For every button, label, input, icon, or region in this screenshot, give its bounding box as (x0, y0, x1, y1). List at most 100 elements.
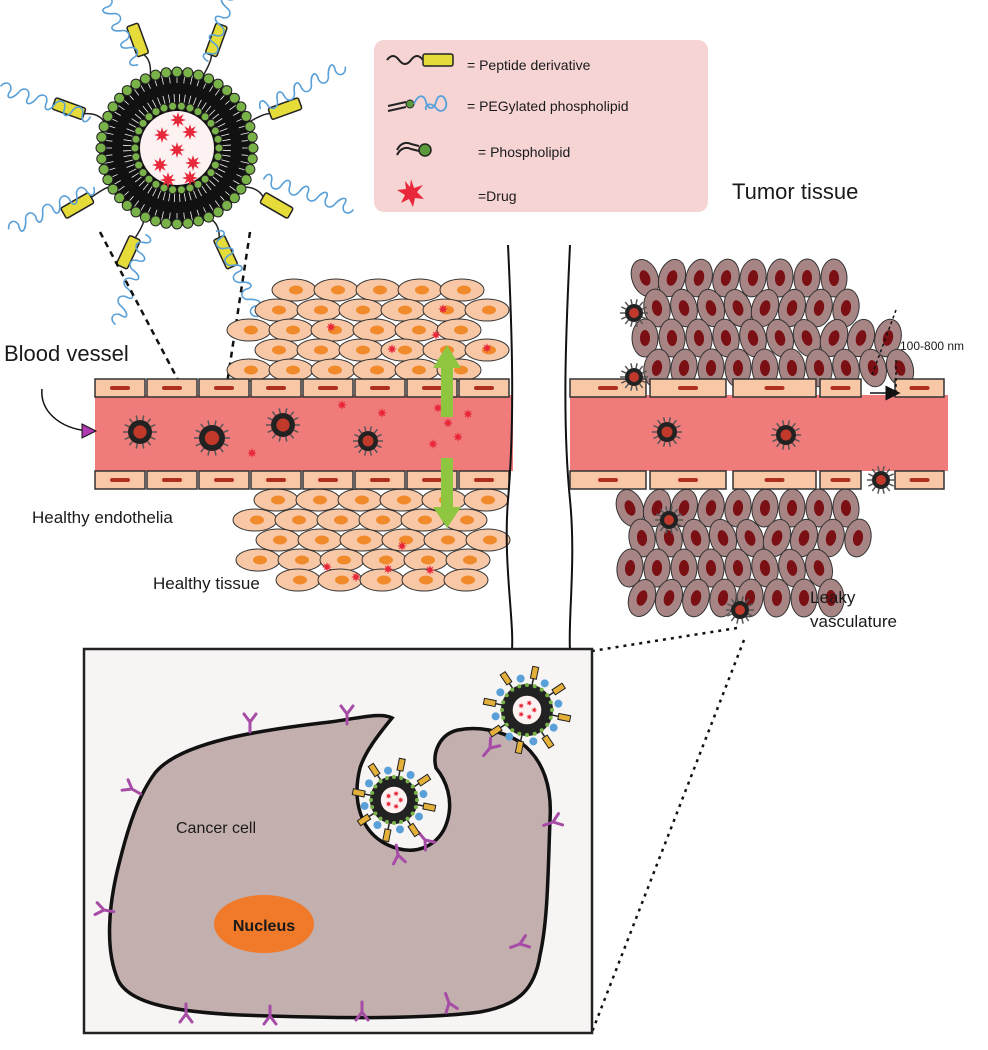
drug-molecule (518, 711, 525, 718)
liposome (652, 417, 682, 447)
drug-molecule (443, 418, 453, 428)
targeted-liposome-approaching (482, 665, 572, 755)
break-line-left (505, 244, 514, 651)
peg-chain (0, 82, 92, 123)
peptide-derivative (60, 192, 95, 219)
healthy-endothelia-label: Healthy endothelia (32, 508, 173, 527)
cancer-cell (107, 713, 553, 1020)
leaky-vasculature-label-line1: Leaky (810, 588, 856, 607)
drug-molecule (185, 155, 201, 171)
peptide-derivative (126, 22, 149, 58)
liposome (655, 506, 683, 534)
liposome (194, 420, 230, 456)
drug-molecule (385, 793, 392, 800)
drug-molecule (377, 408, 387, 418)
peg-chain (202, 0, 243, 63)
liposome-detail (0, 0, 355, 326)
vessel-lumen-right (570, 395, 948, 471)
liposome (771, 420, 801, 450)
drug-molecule (438, 304, 448, 314)
liposome (123, 415, 157, 449)
pore-size-label: 100-800 nm (900, 339, 964, 353)
peptide-derivative-icon (386, 53, 454, 67)
nucleus-label: Nucleus (233, 918, 295, 935)
drug-molecule (433, 403, 443, 413)
drug-molecule (387, 344, 397, 354)
receptor (391, 843, 407, 866)
peg-chain (7, 186, 96, 232)
leaky-vasculature-label-line2: vasculature (810, 612, 897, 631)
drug-molecule (326, 322, 336, 332)
drug-molecule (322, 562, 332, 572)
receptor (354, 1000, 370, 1022)
free-drug-molecules (247, 304, 492, 582)
peptide-derivative (213, 235, 238, 270)
drug-molecule (453, 432, 463, 442)
cancer-cell-inset (82, 647, 594, 1035)
healthy-tissue-cells (226, 278, 511, 592)
drug-molecule (383, 564, 393, 574)
receptor (178, 1002, 194, 1024)
drug-molecule (182, 170, 198, 186)
drug-molecule (463, 409, 473, 419)
drug-molecule (170, 112, 186, 128)
peptide-derivative (205, 22, 228, 58)
peg-chain (262, 173, 355, 214)
peptide-derivative (116, 235, 141, 270)
peptide-derivative (51, 97, 87, 120)
liposome (353, 426, 383, 456)
receptor (542, 812, 565, 827)
nucleus (214, 895, 314, 953)
healthy-tissue-label: Healthy tissue (153, 574, 260, 593)
legend-label-peptide: = Peptide derivative (467, 57, 591, 73)
blood-vessel-arrowhead (81, 423, 98, 439)
liposome (867, 466, 895, 494)
liposome (266, 408, 300, 442)
drug-molecule (431, 330, 441, 340)
peptide-derivative (259, 192, 294, 219)
receptor (339, 704, 355, 726)
drug-molecule (393, 790, 400, 797)
drug-molecule (526, 700, 533, 707)
drug-molecule (397, 797, 404, 803)
cancer-cell-label: Cancer cell (176, 820, 256, 837)
drug-molecule (531, 707, 538, 713)
receptor (482, 736, 502, 758)
drug-molecule (337, 400, 347, 410)
tumor-tissue-label: Tumor tissue (732, 179, 858, 204)
targeted-liposome-endocytosed (351, 757, 437, 843)
blood-vessel-pointer (41, 388, 89, 432)
peg-chain (93, 0, 139, 67)
drug-molecule (526, 713, 533, 720)
drug-molecule (397, 541, 407, 551)
drug-molecule (152, 157, 168, 173)
liposome (726, 596, 754, 624)
receptor (444, 992, 459, 1015)
peg-chain (111, 233, 152, 326)
legend: = Peptide derivative = PEGylated phospho… (374, 40, 708, 212)
drug-molecule (385, 800, 392, 807)
drug-molecule (182, 124, 198, 140)
circulating-liposomes (123, 299, 895, 624)
zoom-line-box-top (591, 626, 738, 653)
drug-molecule (169, 142, 185, 158)
drug-molecule (351, 572, 361, 582)
drug-icon (397, 179, 424, 207)
leakage-arrow-down (433, 458, 461, 528)
pegylated-phospholipid-icon (387, 95, 448, 112)
break-line-right (564, 244, 574, 651)
receptor (93, 901, 116, 917)
blood-vessel-tumor (569, 378, 948, 490)
tumor-tissue-cells (615, 258, 915, 618)
liposome (620, 299, 648, 327)
peptide-derivative (267, 97, 303, 120)
drug-molecule (425, 565, 435, 575)
legend-label-peg: = PEGylated phospholipid (467, 98, 629, 114)
zoom-line-box-bottom (590, 639, 746, 1033)
receptor (120, 778, 143, 796)
blood-vessel-label: Blood vessel (4, 341, 129, 366)
receptor (242, 712, 258, 734)
legend-label-drug: =Drug (478, 188, 517, 204)
peg-chain (258, 64, 347, 110)
